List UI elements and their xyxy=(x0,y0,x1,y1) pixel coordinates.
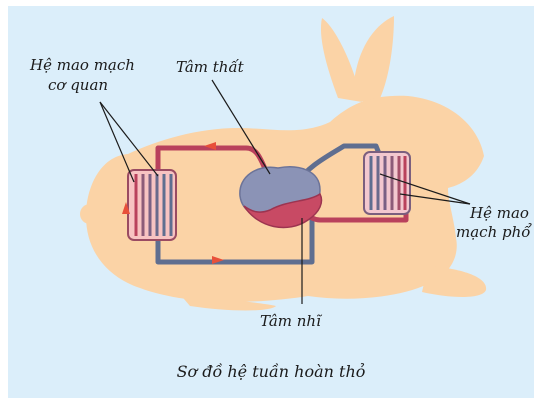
label-organ-capillaries-line1: Hệ mao mạch xyxy=(30,56,135,74)
rabbit-silhouette xyxy=(80,16,486,311)
organ-capillary-network xyxy=(128,170,176,240)
rabbit-tail xyxy=(80,204,100,224)
label-atrium: Tâm nhĩ xyxy=(260,312,321,330)
rabbit-front-paw xyxy=(422,266,486,297)
label-organ-capillaries-line2: cơ quan xyxy=(48,76,108,94)
lung-capillary-network xyxy=(364,152,410,214)
label-ventricle: Tâm thất xyxy=(176,58,244,76)
diagram-caption: Sơ đồ hệ tuần hoàn thỏ xyxy=(8,362,534,381)
label-lung-capillaries-line2: mạch phổ xyxy=(456,223,530,241)
label-lung-capillaries-line1: Hệ mao xyxy=(470,204,529,222)
rabbit-front-ear xyxy=(353,16,394,106)
